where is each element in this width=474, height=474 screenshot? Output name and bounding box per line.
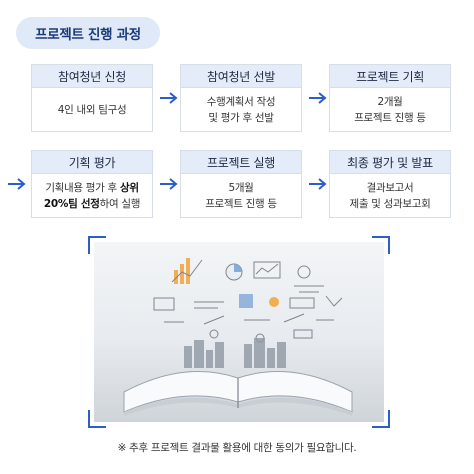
- step-card-plan-evaluation: 기획 평가 기획내용 평가 후 상위 20%팀 선정하여 실행: [31, 150, 153, 218]
- frame-corner: [372, 410, 390, 428]
- step-card-planning: 프로젝트 기획 2개월 프로젝트 진행 등: [329, 64, 451, 132]
- step-body: 기획내용 평가 후 상위 20%팀 선정하여 실행: [32, 174, 152, 218]
- step-line: 기획내용 평가 후 상위: [45, 180, 139, 196]
- step-line: 프로젝트 진행 등: [205, 198, 277, 210]
- step-header: 프로젝트 기획: [330, 65, 450, 88]
- step-text: 기획내용 평가 후: [45, 182, 120, 194]
- step-header: 프로젝트 실행: [181, 151, 301, 174]
- step-line: 5개월: [228, 182, 254, 194]
- step-line: 결과보고서: [366, 182, 414, 194]
- open-book-illustration: [94, 242, 384, 422]
- step-card-final-evaluation: 최종 평가 및 발표 결과보고서 제출 및 성과보고회: [329, 150, 451, 218]
- footnote: ※ 추후 프로젝트 결과물 활용에 대한 동의가 필요합니다.: [117, 442, 357, 454]
- step-text: 하여 실행: [99, 198, 141, 210]
- step-header: 최종 평가 및 발표: [330, 151, 450, 174]
- step-highlight: 상위: [119, 182, 139, 194]
- frame-corner: [88, 410, 106, 428]
- arrow-right-icon: [160, 178, 178, 190]
- step-line: 제출 및 성과보고회: [349, 198, 431, 210]
- step-body: 결과보고서 제출 및 성과보고회: [330, 174, 450, 218]
- step-card-apply: 참여청년 신청 4인 내외 팀구성: [31, 64, 153, 132]
- arrow-right-icon: [309, 178, 327, 190]
- step-line: 수행계획서 작성: [206, 96, 276, 108]
- arrow-right-icon: [8, 178, 26, 190]
- arrow-right-icon: [160, 92, 178, 104]
- frame-corner: [372, 236, 390, 254]
- step-line: 및 평가 후 선발: [208, 112, 274, 124]
- step-header: 기획 평가: [32, 151, 152, 174]
- arrow-right-icon: [309, 92, 327, 104]
- step-line: 4인 내외 팀구성: [57, 104, 127, 116]
- step-body: 수행계획서 작성 및 평가 후 선발: [181, 88, 301, 132]
- illustration-frame: [88, 236, 390, 428]
- step-card-selection: 참여청년 선발 수행계획서 작성 및 평가 후 선발: [180, 64, 302, 132]
- step-line: 프로젝트 진행 등: [354, 112, 426, 124]
- step-line: 20%팀 선정하여 실행: [44, 196, 140, 212]
- open-book-icon: [123, 258, 353, 416]
- step-header: 참여청년 신청: [32, 65, 152, 88]
- step-header: 참여청년 선발: [181, 65, 301, 88]
- page-title: 프로젝트 진행 과정: [16, 17, 160, 49]
- step-body: 5개월 프로젝트 진행 등: [181, 174, 301, 218]
- frame-corner: [88, 236, 106, 254]
- step-card-execution: 프로젝트 실행 5개월 프로젝트 진행 등: [180, 150, 302, 218]
- step-body: 4인 내외 팀구성: [32, 88, 152, 132]
- step-body: 2개월 프로젝트 진행 등: [330, 88, 450, 132]
- step-line: 2개월: [377, 96, 403, 108]
- step-highlight: 20%팀 선정: [43, 198, 100, 210]
